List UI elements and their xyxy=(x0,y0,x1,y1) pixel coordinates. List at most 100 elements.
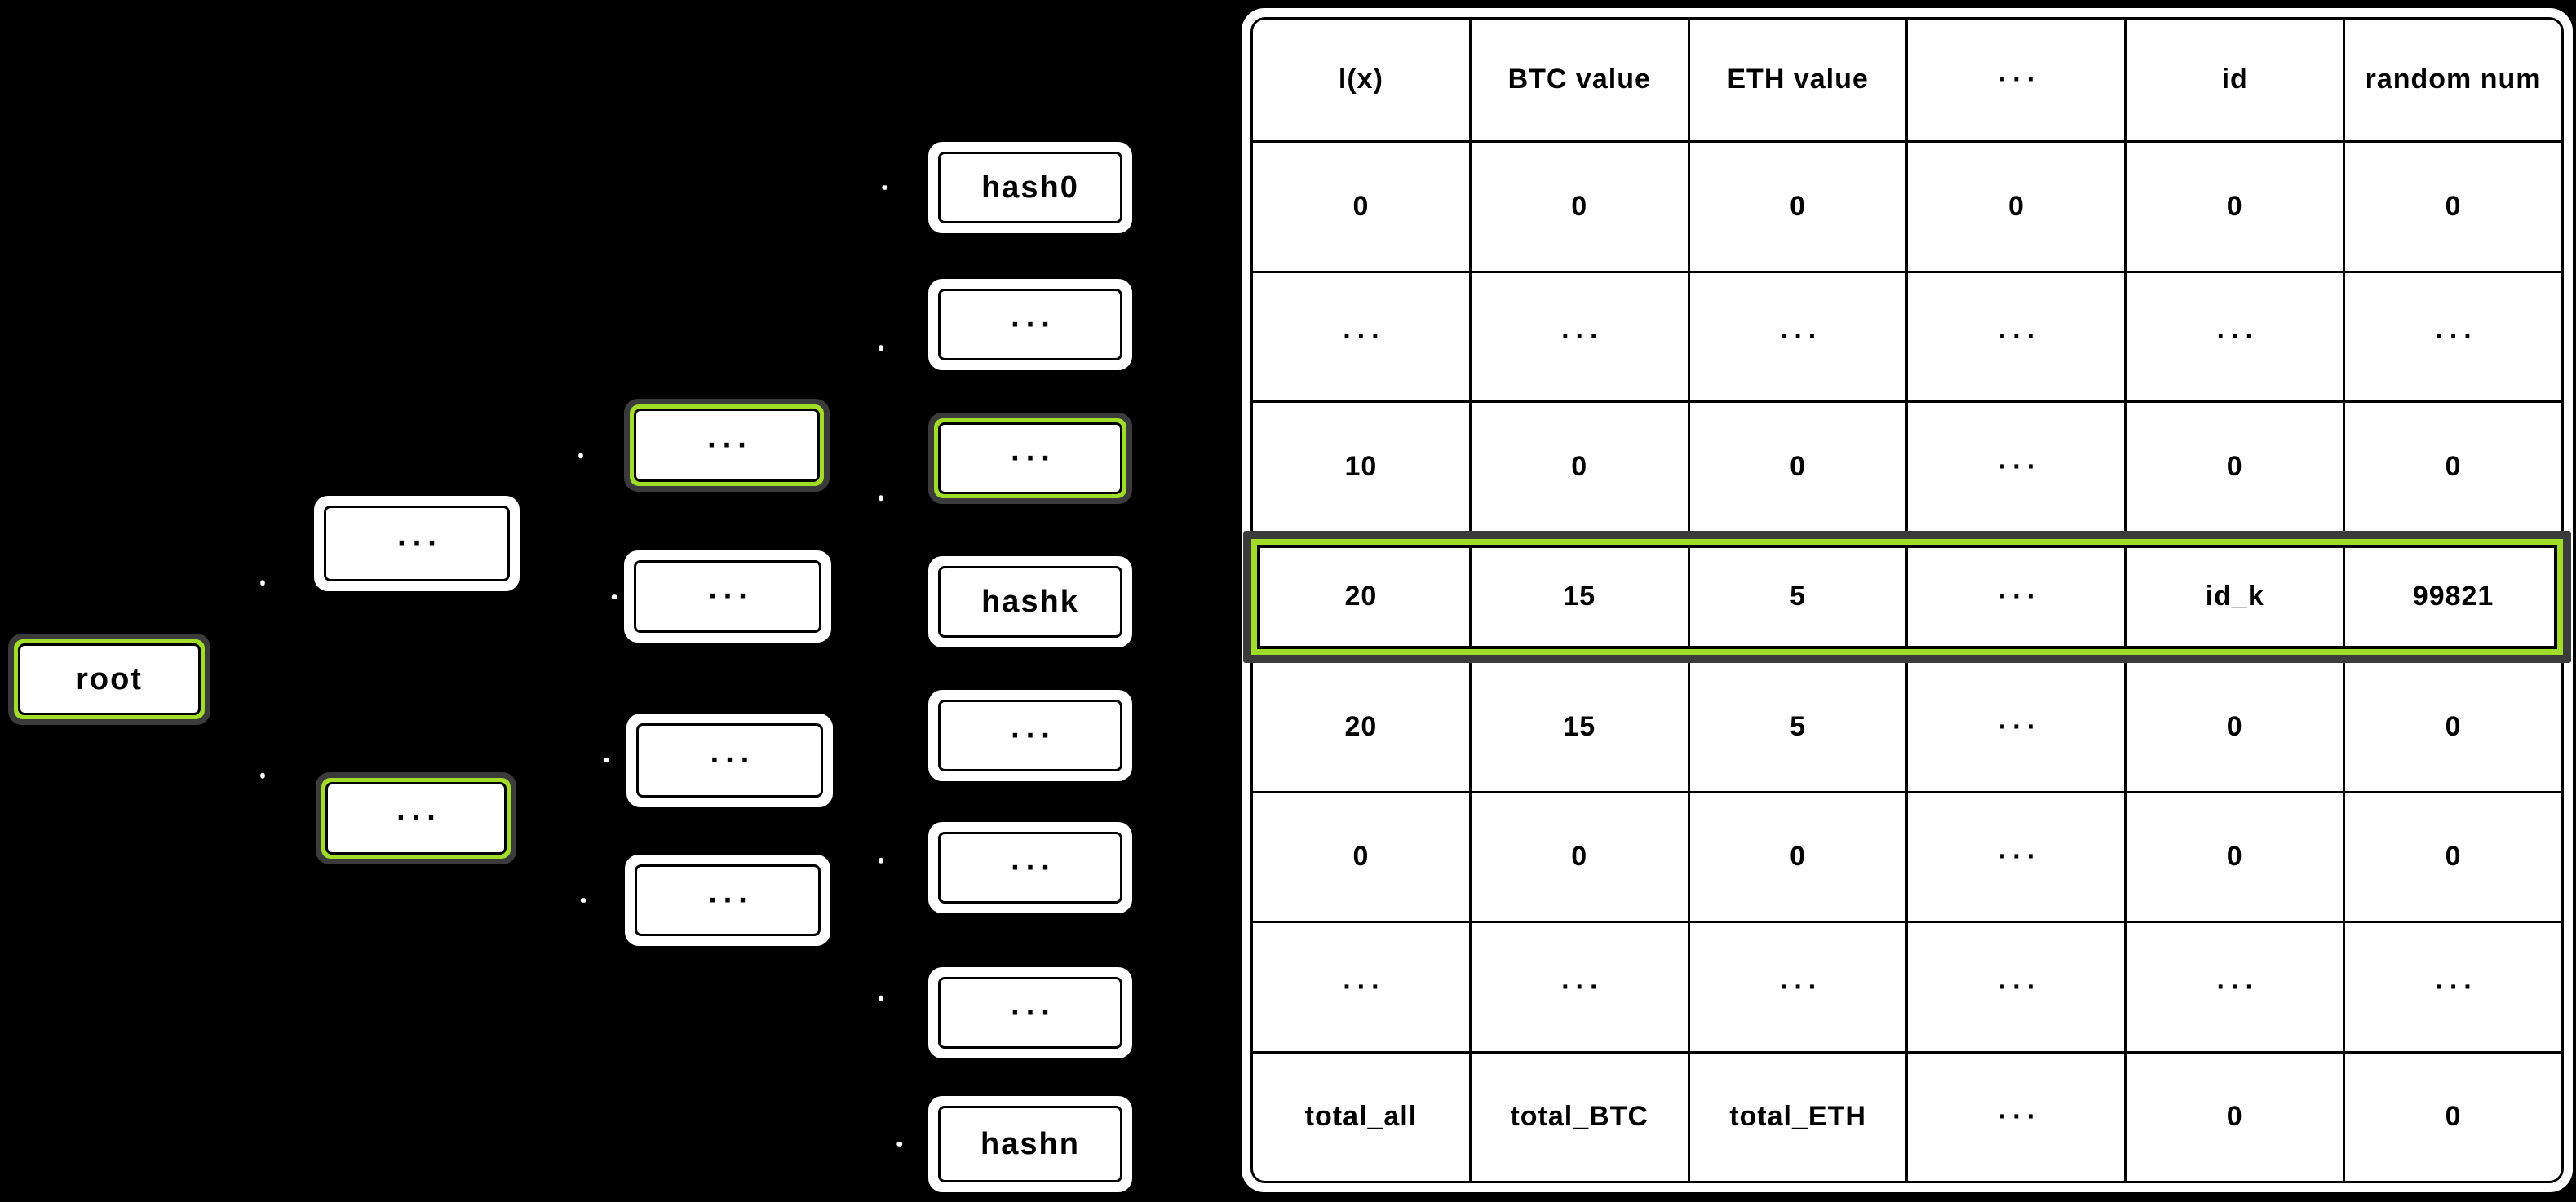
tree-edge xyxy=(827,185,931,448)
ellipsis-label: ... xyxy=(1998,964,2042,996)
ellipsis-label: ... xyxy=(1561,313,1604,345)
node-ring: ... xyxy=(631,860,825,940)
accumulator-table-card: l(x) BTC value ETH value ... id random n… xyxy=(1242,8,2573,1192)
table-row: 10 0 0 ... 0 0 xyxy=(1253,400,2561,531)
node-ring: hashn xyxy=(934,1102,1126,1187)
table-cell: 0 xyxy=(2124,1053,2343,1181)
node-label: ... xyxy=(635,864,821,936)
node-label: ... xyxy=(325,782,507,855)
tree-node-l2-top: ... xyxy=(314,496,520,591)
table-cell: total_BTC xyxy=(1468,1053,1688,1181)
table-cell: 99821 xyxy=(2343,533,2561,661)
node-highlight-ring: ... xyxy=(630,404,824,486)
table-cell: ... xyxy=(2124,923,2343,1051)
tree-node-leaf-3: ... xyxy=(928,413,1132,504)
table-cell: 15 xyxy=(1468,663,1688,791)
table-cell: 0 xyxy=(2343,663,2561,791)
table-cell: ... xyxy=(1687,923,1906,1051)
ellipsis-label: ... xyxy=(1998,833,2042,865)
tree-edge xyxy=(828,898,931,1147)
tree-edge xyxy=(829,594,931,604)
tree-node-l3-4: ... xyxy=(625,855,830,946)
tree-edge xyxy=(514,758,629,821)
tree-edge xyxy=(517,541,626,599)
tree-node-leaf-2: ... xyxy=(928,279,1132,370)
ellipsis-label: ... xyxy=(1779,313,1823,345)
table-cell: 0 xyxy=(2343,793,2561,921)
table-header-cell: random num xyxy=(2343,20,2561,140)
ellipsis-label: ... xyxy=(2435,964,2478,996)
tree-edge xyxy=(517,443,626,546)
node-label: ... xyxy=(938,422,1122,494)
table-cell: 20 xyxy=(1344,581,1378,612)
ellipsis-label: ... xyxy=(396,793,442,828)
node-highlight-ring: ... xyxy=(321,778,511,859)
ellipsis-label: ... xyxy=(2216,313,2260,345)
table-cell: ... xyxy=(1905,403,2124,531)
table-cell: ... xyxy=(1468,923,1688,1051)
tree-node-l3-3: ... xyxy=(626,714,833,807)
tree-edge xyxy=(514,816,627,903)
tree-node-leaf-hashn: hashn xyxy=(928,1096,1132,1192)
node-label: hashk xyxy=(938,566,1122,638)
tree-edge xyxy=(827,322,931,448)
ellipsis-label: ... xyxy=(708,875,754,910)
node-ring: ... xyxy=(934,696,1126,776)
table-cell: 0 xyxy=(1687,403,1906,531)
table-cell: 10 xyxy=(1344,450,1378,482)
ellipsis-label: ... xyxy=(1779,964,1823,996)
table-header-cell: BTC value xyxy=(1468,20,1688,140)
tree-node-leaf-5: ... xyxy=(928,690,1132,781)
ellipsis-label: ... xyxy=(1011,842,1056,877)
table-cell: ... xyxy=(1905,533,2124,661)
table-row: ... ... ... ... ... ... xyxy=(1253,921,2561,1051)
tree-edge xyxy=(208,677,318,821)
table-header-cell: ETH value xyxy=(1687,20,1906,140)
tree-node-l2-bottom: ... xyxy=(316,772,516,864)
node-ring: ... xyxy=(934,828,1126,908)
node-label: ... xyxy=(938,700,1122,771)
node-label: hashn xyxy=(938,1106,1122,1182)
ellipsis-label: ... xyxy=(1998,1094,2042,1125)
ellipsis-label: ... xyxy=(1343,964,1386,996)
ellipsis-label: ... xyxy=(1998,573,2042,605)
ellipsis-label: ... xyxy=(1998,56,2042,88)
node-ring: ... xyxy=(320,502,514,586)
table-cell: ... xyxy=(2343,272,2561,400)
table-cell: ... xyxy=(2343,923,2561,1051)
node-ring: hashk xyxy=(934,562,1126,642)
node-label: hash0 xyxy=(938,152,1122,223)
table-cell: 0 xyxy=(2124,663,2343,791)
table-cell: 0 xyxy=(1905,143,2124,271)
table-cell: 0 xyxy=(1352,190,1370,222)
node-ring: hash0 xyxy=(934,148,1126,228)
node-label: ... xyxy=(634,560,821,633)
table-cell: 0 xyxy=(1468,793,1688,921)
ellipsis-label: ... xyxy=(1343,313,1386,345)
tree-node-leaf-6: ... xyxy=(928,822,1132,913)
tree-node-l3-1: ... xyxy=(624,399,830,492)
table-header-cell: ... xyxy=(1905,20,2124,140)
table-cell: 15 xyxy=(1468,533,1688,661)
table-row: 20 15 5 ... 0 0 xyxy=(1253,661,2561,791)
ellipsis-label: ... xyxy=(2435,313,2478,345)
accumulator-table: l(x) BTC value ETH value ... id random n… xyxy=(1243,17,2571,1183)
ellipsis-label: ... xyxy=(397,518,443,553)
table-cell: ... xyxy=(1253,923,1469,1051)
tree-edge xyxy=(829,456,931,599)
tree-node-l3-2: ... xyxy=(624,550,831,643)
table-cell: total_ETH xyxy=(1687,1053,1906,1181)
table-header-row: l(x) BTC value ETH value ... id random n… xyxy=(1253,20,2561,140)
node-highlight-ring: ... xyxy=(934,418,1126,498)
table-cell: id_k xyxy=(2124,533,2343,661)
node-ring: ... xyxy=(934,285,1126,365)
table-cell: 0 xyxy=(1468,403,1688,531)
tree-node-leaf-hash0: hash0 xyxy=(928,142,1132,233)
table-row: ... ... ... ... ... ... xyxy=(1253,270,2561,400)
table-cell: ... xyxy=(2124,272,2343,400)
table-row: 0 0 0 ... 0 0 xyxy=(1253,790,2561,921)
ellipsis-label: ... xyxy=(1011,988,1056,1023)
tree-node-leaf-hashk: hashk xyxy=(928,556,1132,647)
